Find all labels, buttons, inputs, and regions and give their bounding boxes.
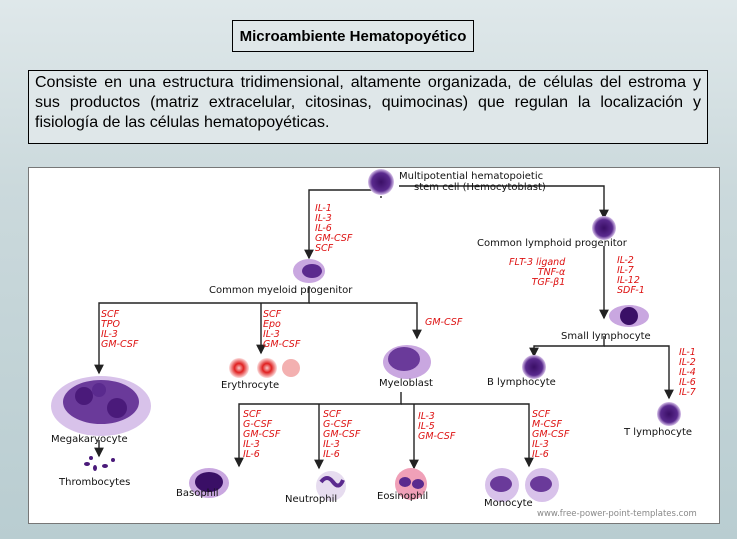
arrow-to-basophil	[234, 392, 402, 468]
growth-factor: IL-6	[243, 449, 260, 460]
growth-factor: IL-2	[617, 255, 634, 266]
diagram-graphics	[51, 169, 681, 502]
factors-myeloblast: GM-CSF	[425, 318, 462, 328]
growth-factor: GM-CSF	[263, 339, 301, 350]
arrow-to-myeloblast	[309, 302, 422, 340]
arrow-to-megakaryocyte	[94, 286, 310, 375]
growth-factor: IL-6	[679, 377, 696, 388]
growth-factor: IL-3	[323, 439, 340, 450]
description-text: Consiste en una estructura tridimensiona…	[28, 70, 708, 144]
thrombocytes-cells	[84, 456, 115, 471]
growth-factor: IL-1	[679, 347, 696, 358]
growth-factor: IL-2	[679, 357, 696, 368]
small-lymphocyte-label: Small lymphocyte	[561, 331, 651, 342]
stem-cell-label-2: stem cell (Hemocytoblast)	[414, 182, 546, 193]
growth-factor: IL-3	[101, 329, 118, 340]
b-lymphocyte-label: B lymphocyte	[487, 377, 556, 388]
hematopoiesis-diagram: Multipotential hematopoietic stem cell (…	[28, 167, 720, 524]
growth-factor: IL-7	[617, 265, 634, 276]
growth-factor: IL-6	[532, 449, 549, 460]
arrow-to-b-lymphocyte	[529, 336, 605, 358]
growth-factor: GM-CSF	[243, 429, 281, 440]
monocyte-label: Monocyte	[484, 498, 533, 509]
growth-factor: TPO	[101, 319, 121, 330]
growth-factor: SCF	[532, 409, 551, 420]
growth-factor: IL-3	[532, 439, 549, 450]
growth-factor: GM-CSF	[418, 431, 456, 442]
growth-factor: GM-CSF	[425, 317, 463, 328]
erythrocyte-cell-3	[282, 359, 300, 377]
erythrocyte-cell-2	[257, 358, 277, 378]
t-lymphocyte-label: T lymphocyte	[624, 427, 693, 438]
growth-factor: IL-3	[263, 329, 280, 340]
growth-factor: FLT-3 ligand	[509, 257, 566, 268]
b-lymphocyte-cell	[522, 355, 546, 379]
growth-factor: G-CSF	[323, 419, 353, 430]
erythrocyte-label: Erythrocyte	[221, 380, 280, 391]
growth-factor: SDF-1	[617, 285, 645, 296]
growth-factor: SCF	[243, 409, 262, 420]
growth-factor: SCF	[101, 309, 120, 320]
growth-factor: SCF	[323, 409, 342, 420]
growth-factor: GM-CSF	[101, 339, 139, 350]
growth-factor: IL-3	[315, 213, 332, 224]
watermark: www.free-power-point-templates.com	[537, 509, 697, 519]
growth-factor: IL-6	[323, 449, 340, 460]
growth-factor: Epo	[263, 319, 281, 330]
growth-factor: IL-4	[679, 367, 696, 378]
growth-factor: TNF-α	[537, 267, 566, 278]
growth-factor: SCF	[263, 309, 282, 320]
growth-factor: IL-12	[617, 275, 640, 286]
eosinophil-label: Eosinophil	[377, 491, 429, 502]
growth-factor: SCF	[315, 243, 334, 254]
arrow-to-monocyte	[401, 403, 534, 468]
stem-cell-label-1: Multipotential hematopoietic	[399, 171, 544, 182]
slide-title: Microambiente Hematopoyético	[232, 20, 474, 52]
megakaryocyte-label: Megakaryocyte	[51, 434, 128, 445]
thrombocytes-label: Thrombocytes	[59, 477, 131, 488]
stem-cell	[368, 169, 394, 195]
growth-factor: IL-3	[243, 439, 260, 450]
growth-factor: IL-7	[679, 387, 696, 398]
lymphoid-progenitor-cell	[592, 216, 616, 240]
growth-factor: G-CSF	[243, 419, 273, 430]
eosinophil-cell	[395, 468, 427, 500]
growth-factor: GM-CSF	[323, 429, 361, 440]
growth-factor: IL-6	[315, 223, 332, 234]
arrow-to-t-lymphocyte	[604, 345, 674, 400]
growth-factor: IL-1	[315, 203, 332, 214]
myeloblast-label: Myeloblast	[379, 378, 433, 389]
growth-factor: TGF-β1	[531, 277, 566, 288]
growth-factor: GM-CSF	[315, 233, 353, 244]
growth-factor: IL-5	[418, 421, 435, 432]
lymphoid-progenitor-label: Common lymphoid progenitor	[477, 238, 627, 249]
basophil-label: Basophil	[176, 488, 219, 499]
neutrophil-label: Neutrophil	[285, 494, 338, 505]
growth-factor: GM-CSF	[532, 429, 570, 440]
erythrocyte-cell-1	[229, 358, 249, 378]
myeloid-progenitor-label: Common myeloid progenitor	[209, 285, 353, 296]
arrow-stem-to-lymphoid	[399, 185, 609, 220]
growth-factor: IL-3	[418, 411, 435, 422]
t-lymphocyte-cell	[657, 402, 681, 426]
growth-factor: M-CSF	[532, 419, 562, 430]
